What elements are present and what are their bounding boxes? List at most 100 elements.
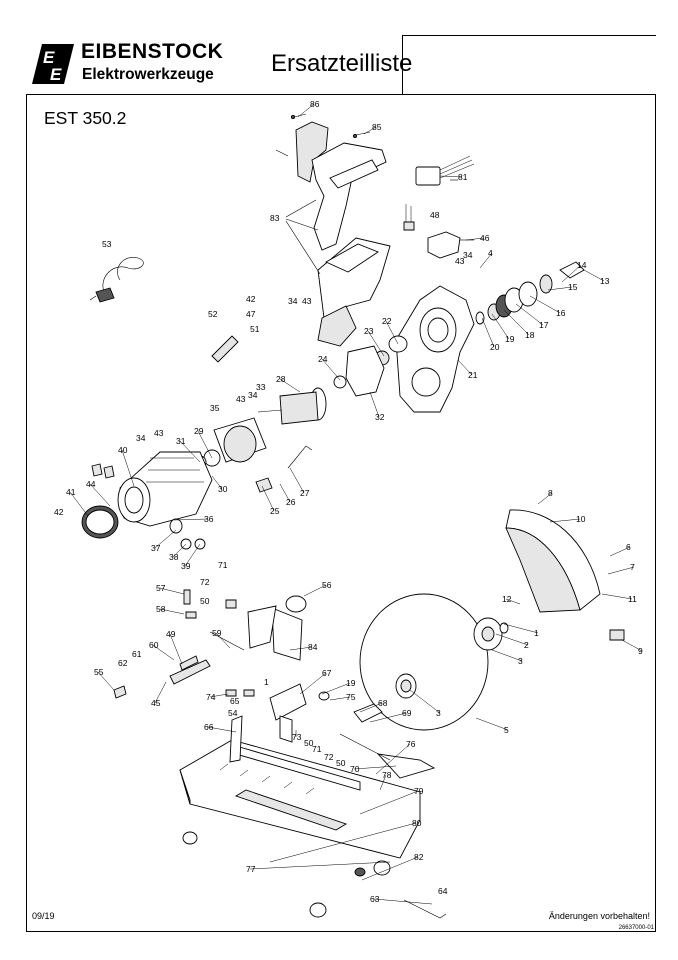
leader-line-46 xyxy=(465,237,485,241)
part-label-7: 7 xyxy=(630,562,635,572)
leader-line-6 xyxy=(609,546,631,557)
part-label-2: 2 xyxy=(524,640,529,650)
part-label-52: 52 xyxy=(208,309,218,319)
leader-line-13 xyxy=(583,269,605,282)
leader-line-19 xyxy=(491,313,510,340)
part-label-17: 17 xyxy=(539,320,549,330)
leader-lines xyxy=(69,103,643,905)
leader-line-68 xyxy=(359,702,383,713)
part-label-43: 43 xyxy=(455,256,465,266)
document-title: Ersatzteilliste xyxy=(271,50,413,77)
part-label-3: 3 xyxy=(518,656,523,666)
part-label-22: 22 xyxy=(382,316,392,326)
model-number: EST 350.2 xyxy=(44,108,127,128)
leader-line-21 xyxy=(457,359,473,376)
part-label-5: 5 xyxy=(504,725,509,735)
part-label-43: 43 xyxy=(154,428,164,438)
part-label-44: 44 xyxy=(86,479,96,489)
part-label-26: 26 xyxy=(286,497,296,507)
leader-line-55 xyxy=(97,671,115,691)
leader-line-39 xyxy=(184,543,201,567)
leader-line-11 xyxy=(601,593,633,600)
leader-line-56 xyxy=(303,584,327,597)
part-label-3: 3 xyxy=(436,708,441,718)
part-label-69: 69 xyxy=(402,708,412,718)
leader-line-82 xyxy=(361,856,419,881)
leader-line-14 xyxy=(561,264,582,283)
part-label-1: 1 xyxy=(264,677,269,687)
part-label-72: 72 xyxy=(200,577,210,587)
part-label-43: 43 xyxy=(236,394,246,404)
header-step-horizontal xyxy=(402,35,656,36)
leader-line-16 xyxy=(529,295,561,314)
leader-line-37 xyxy=(154,529,177,549)
part-label-64: 64 xyxy=(438,886,448,896)
part-label-32: 32 xyxy=(375,412,385,422)
svg-text:E: E xyxy=(50,65,62,84)
part-label-59: 59 xyxy=(212,628,222,638)
part-label-82: 82 xyxy=(414,852,424,862)
part-label-77: 77 xyxy=(246,864,256,874)
leader-line-74 xyxy=(209,693,229,698)
part-label-29: 29 xyxy=(194,426,204,436)
part-label-72: 72 xyxy=(324,752,334,762)
leader-line-66 xyxy=(207,726,237,733)
leader-line-63 xyxy=(373,898,433,905)
cutting-blade-5 xyxy=(359,593,489,731)
brand-subtitle: Elektrowerkzeuge xyxy=(82,66,214,83)
leader-line-23 xyxy=(367,330,385,357)
leader-line-19 xyxy=(321,682,351,695)
part-label-41: 41 xyxy=(66,487,76,497)
part-label-12: 12 xyxy=(502,594,512,604)
part-label-30: 30 xyxy=(218,484,228,494)
part-label-40: 40 xyxy=(118,445,128,455)
leader-line-85 xyxy=(363,126,377,135)
leader-line-40 xyxy=(121,449,135,487)
leader-line-58 xyxy=(159,608,185,615)
part-label-37: 37 xyxy=(151,543,161,553)
leader-line-1 xyxy=(503,623,539,634)
leader-line-22 xyxy=(385,320,399,345)
part-label-11: 11 xyxy=(628,594,637,604)
blade-guard-10 xyxy=(505,509,601,613)
part-label-50: 50 xyxy=(336,758,346,768)
part-label-83: 83 xyxy=(270,213,280,223)
document-number: 26637000-01 xyxy=(618,925,654,931)
leader-line-41 xyxy=(69,491,89,517)
part-label-8: 8 xyxy=(548,488,553,498)
part-label-20: 20 xyxy=(490,342,500,352)
part-label-70: 70 xyxy=(350,764,360,774)
leader-line-49 xyxy=(169,633,183,665)
part-label-42: 42 xyxy=(246,294,256,304)
part-label-85: 85 xyxy=(372,122,382,132)
drawing-frame xyxy=(26,94,656,932)
part-label-81: 81 xyxy=(458,172,468,182)
part-label-27: 27 xyxy=(300,488,310,498)
part-label-19: 19 xyxy=(505,334,515,344)
part-label-84: 84 xyxy=(308,642,318,652)
leader-line-5 xyxy=(475,717,509,731)
part-label-24: 24 xyxy=(318,354,328,364)
part-label-33: 33 xyxy=(256,382,266,392)
leader-line-26 xyxy=(279,483,291,503)
leader-line-4 xyxy=(479,252,493,269)
handle-part xyxy=(295,121,391,347)
part-label-60: 60 xyxy=(149,640,159,650)
leader-line-76 xyxy=(375,743,411,775)
part-label-86: 86 xyxy=(310,99,320,109)
fan-armature-28 xyxy=(257,387,327,425)
header-step-vertical xyxy=(402,35,403,94)
part-label-66: 66 xyxy=(204,722,214,732)
part-label-80: 80 xyxy=(412,818,422,828)
part-label-34: 34 xyxy=(463,250,473,260)
part-label-76: 76 xyxy=(406,739,416,749)
leader-line-69 xyxy=(369,712,407,723)
leader-line-78 xyxy=(379,774,387,791)
leader-line-36 xyxy=(173,518,209,521)
part-label-34: 34 xyxy=(136,433,146,443)
leader-line-44 xyxy=(89,483,111,507)
part-label-49: 49 xyxy=(166,629,176,639)
part-label-23: 23 xyxy=(364,326,374,336)
brand-logo: E E xyxy=(32,44,74,84)
